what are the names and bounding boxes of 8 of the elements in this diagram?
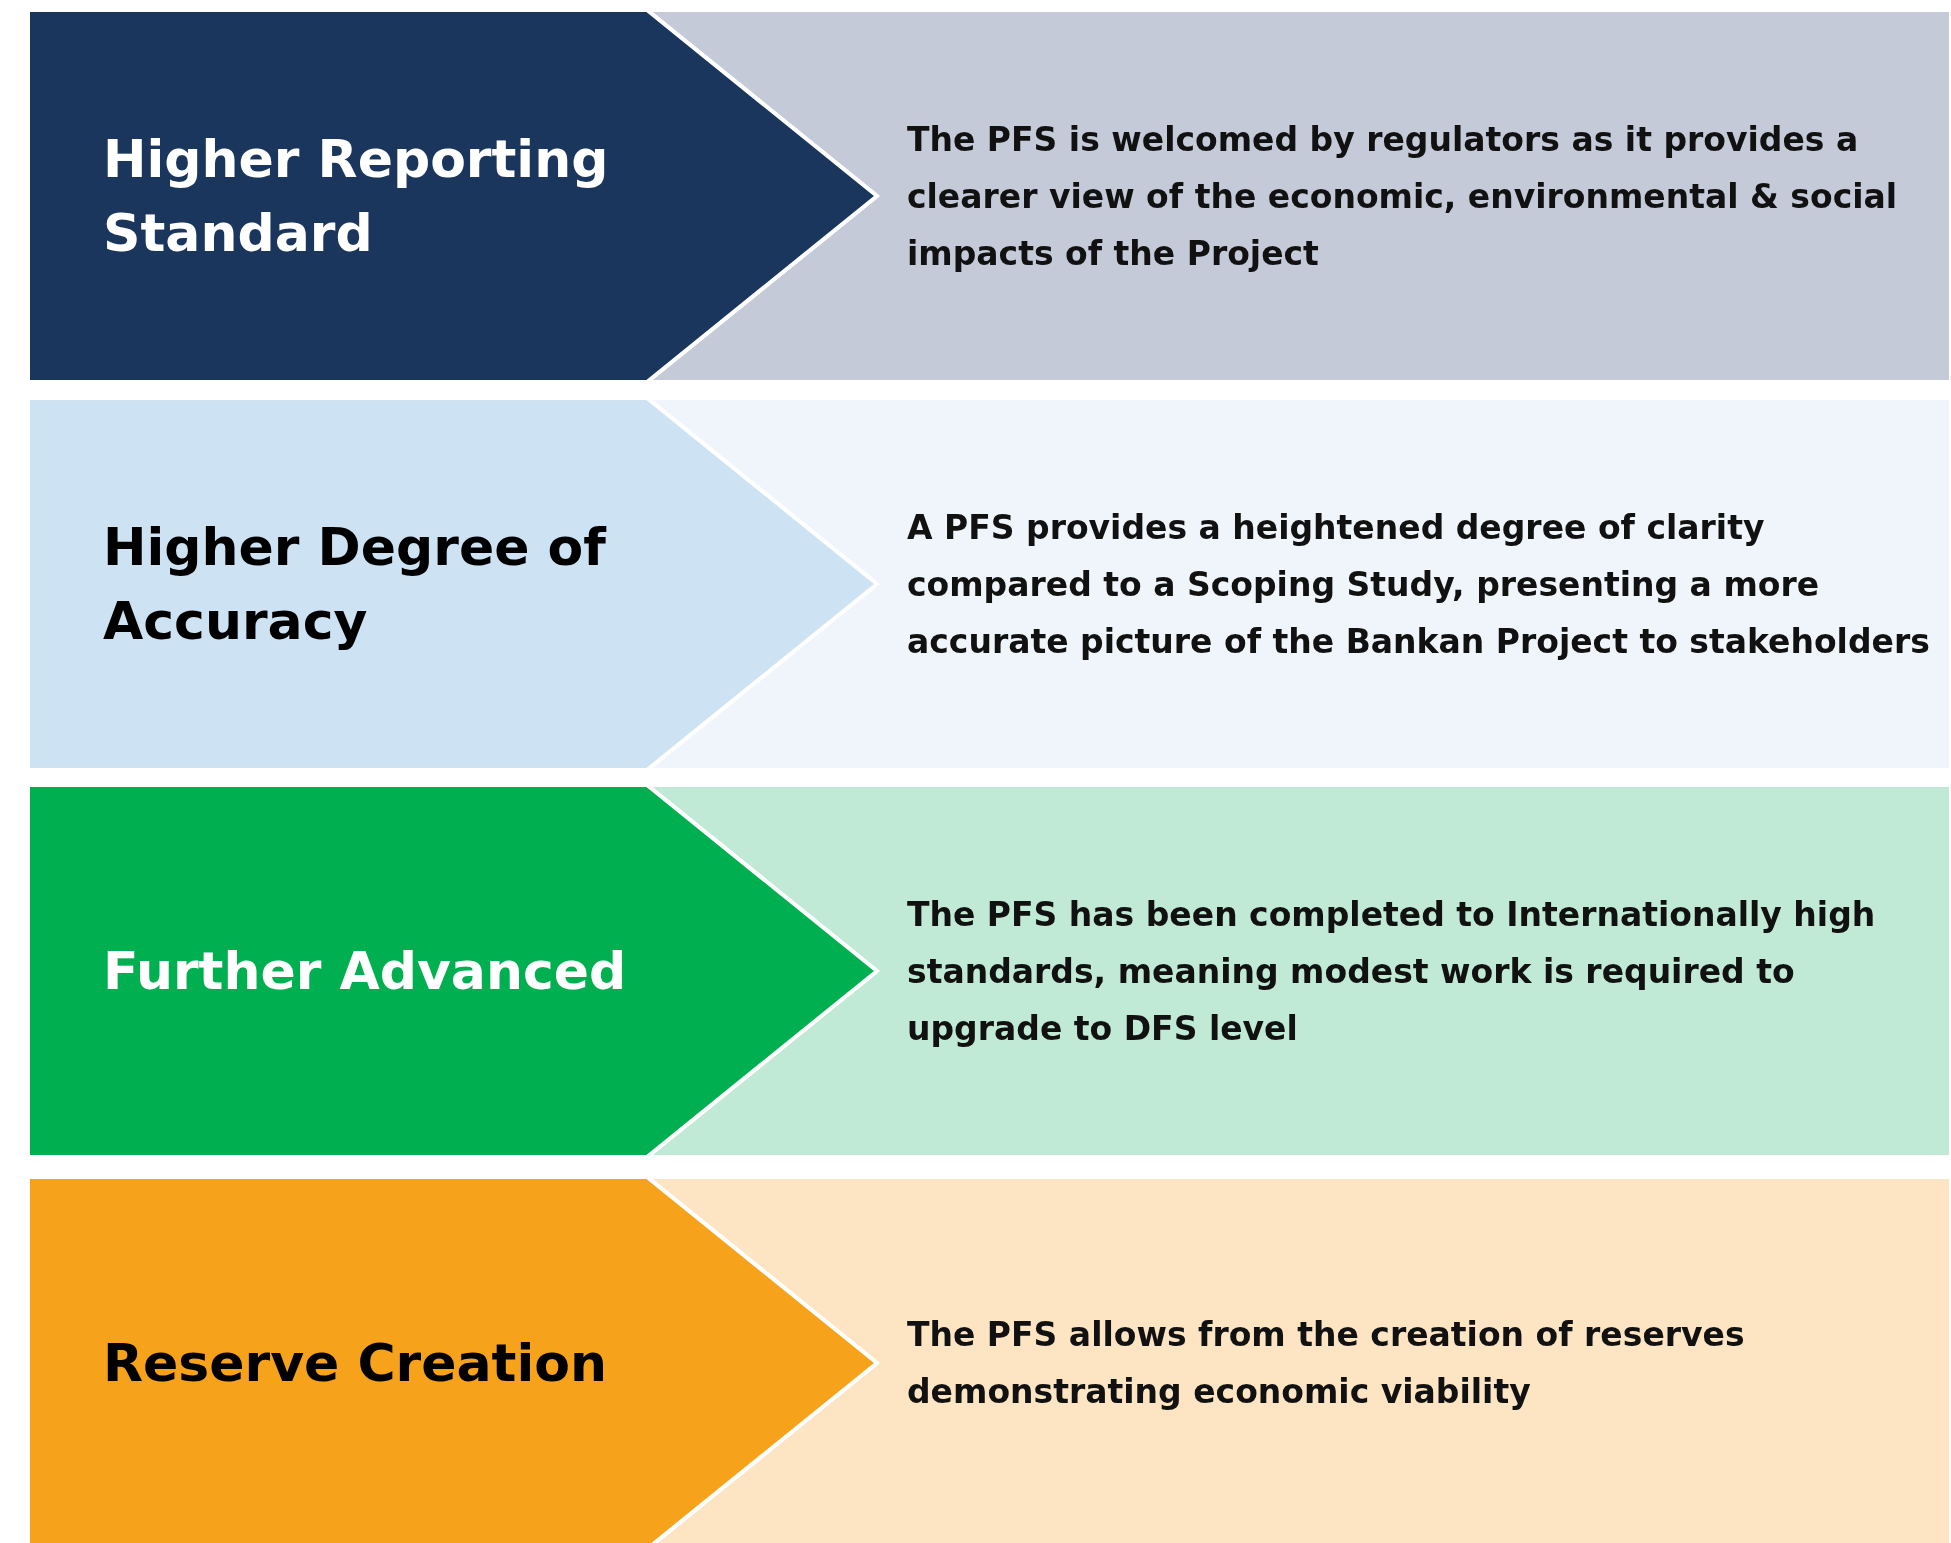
description-text: A PFS provides a heightened degree of clarity compared to a Scoping Study, presenting a more accurate picture of the Bankan Project to stakeholders	[907, 506, 1931, 663]
row-heading: Higher Degree of Accuracy	[103, 516, 608, 653]
row-heading: Higher Reporting Standard	[103, 128, 610, 265]
description-text: The PFS is welcomed by regulators as it provides a clearer view of the economic, environmental & social impacts of the Project	[907, 118, 1899, 275]
row-heading: Reserve Creation	[103, 1332, 609, 1395]
description-text: The PFS allows from the creation of reserves demonstrating economic viability	[907, 1314, 1746, 1413]
description-text: The PFS has been completed to Internationally high standards, meaning modest work is required to upgrade to DFS level	[907, 893, 1877, 1050]
row-heading: Further Advanced	[103, 940, 628, 1003]
